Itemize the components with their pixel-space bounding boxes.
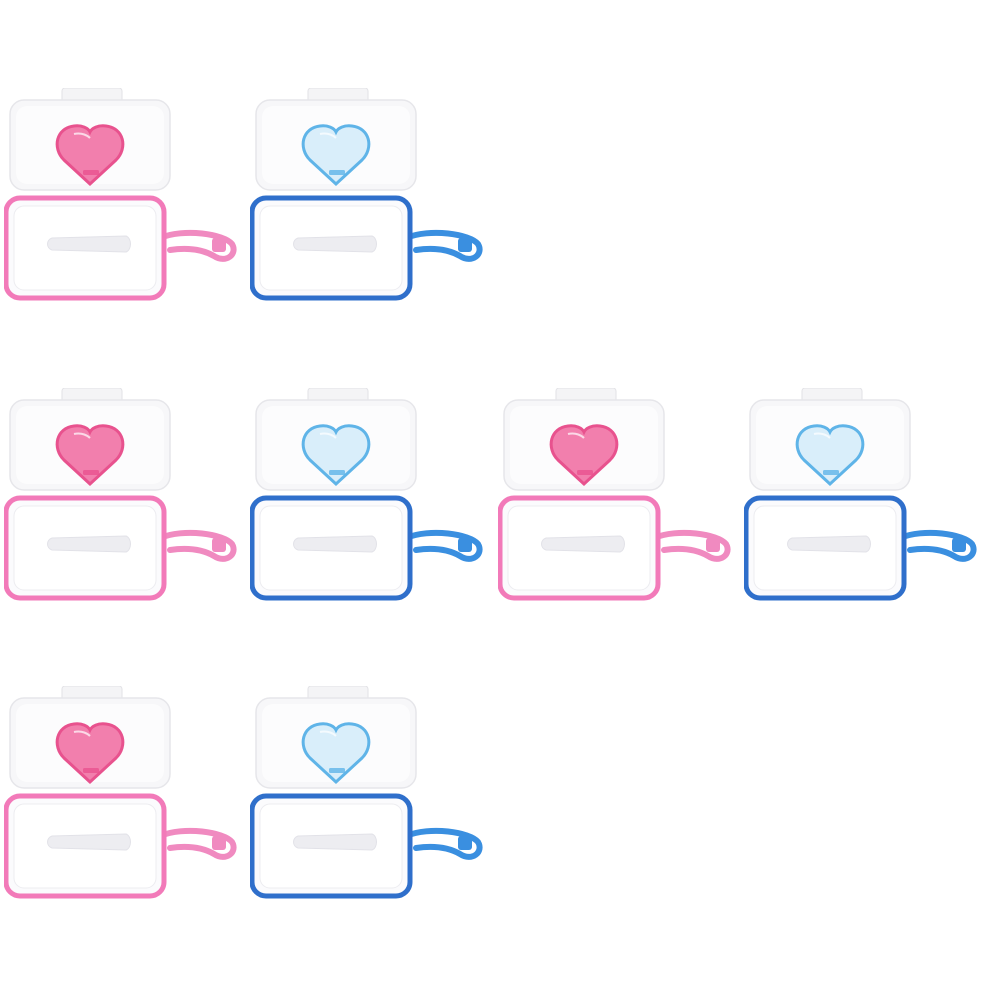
heart-window bbox=[301, 124, 371, 187]
wrist-strap bbox=[157, 827, 237, 860]
dispenser-slot bbox=[293, 535, 377, 553]
heart-window bbox=[301, 722, 371, 785]
dispenser-slot bbox=[47, 235, 131, 253]
heart-window bbox=[795, 424, 865, 487]
wipes-case-blue bbox=[250, 388, 490, 603]
wrist-strap bbox=[403, 827, 483, 860]
wipes-case-pink bbox=[4, 388, 244, 603]
dispenser-slot bbox=[47, 535, 131, 553]
wrist-strap bbox=[651, 529, 731, 562]
dispenser-slot bbox=[293, 833, 377, 851]
wipes-case-blue bbox=[250, 88, 490, 303]
wipes-case-pink bbox=[4, 686, 244, 901]
heart-window bbox=[55, 124, 125, 187]
dispenser-slot bbox=[541, 535, 625, 553]
wipes-case-blue bbox=[744, 388, 984, 603]
wipes-case-blue bbox=[250, 686, 490, 901]
wrist-strap bbox=[403, 229, 483, 262]
wrist-strap bbox=[157, 529, 237, 562]
heart-window bbox=[549, 424, 619, 487]
heart-window bbox=[301, 424, 371, 487]
wrist-strap bbox=[403, 529, 483, 562]
heart-window bbox=[55, 722, 125, 785]
wrist-strap bbox=[897, 529, 977, 562]
dispenser-slot bbox=[787, 535, 871, 553]
wrist-strap bbox=[157, 229, 237, 262]
wipes-case-pink bbox=[498, 388, 738, 603]
wipes-case-pink bbox=[4, 88, 244, 303]
dispenser-slot bbox=[47, 833, 131, 851]
dispenser-slot bbox=[293, 235, 377, 253]
heart-window bbox=[55, 424, 125, 487]
